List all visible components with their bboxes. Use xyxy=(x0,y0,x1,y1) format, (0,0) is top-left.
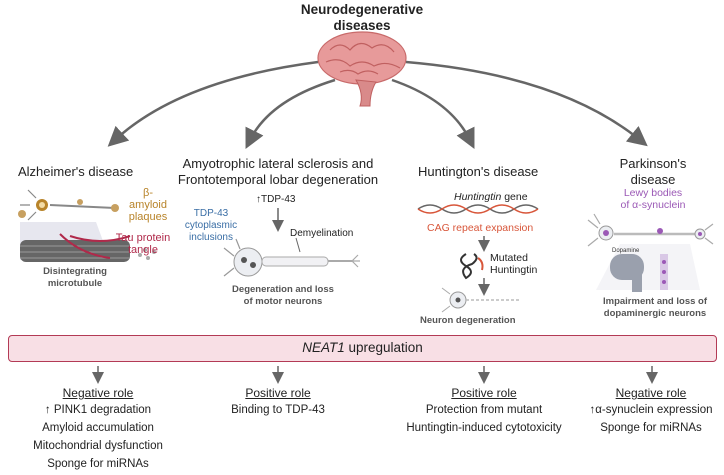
parkinsons-caption: Impairment and loss of dopaminergic neur… xyxy=(592,296,718,320)
role-item: Mitochondrial dysfunction xyxy=(33,440,163,452)
role-title: Negative role xyxy=(615,386,687,400)
up-arrow-icon: ↑ xyxy=(589,404,596,416)
title-line-2: diseases xyxy=(333,18,391,33)
neat1-italic: NEAT1 xyxy=(302,340,345,355)
role-item: Amyloid accumulation xyxy=(42,422,154,434)
inclusions-line-2: cytoplasmic xyxy=(184,220,238,231)
tau-line-2: tangle xyxy=(128,244,158,256)
neat1-rest: upregulation xyxy=(344,340,423,355)
alz-caption-line-1: Disintegrating xyxy=(43,266,107,277)
role-column-als: Positive role Binding to TDP-43 xyxy=(200,386,356,419)
alz-caption-line-2: microtubule xyxy=(47,278,103,289)
neat1-banner-text: NEAT1 upregulation xyxy=(8,340,717,356)
role-item: Sponge for miRNAs xyxy=(47,458,149,470)
diagram-title: Neurodegenerative diseases xyxy=(262,2,462,34)
lewy-line-2: of α-synuclein xyxy=(620,199,686,211)
alzheimers-neuron-illustration xyxy=(18,189,156,262)
lewy-bodies-label: Lewy bodies of α-synuclein xyxy=(608,187,698,211)
als-title: Amyotrophic lateral sclerosis and Fronto… xyxy=(170,156,386,188)
role-item: ↑α-synuclein expression xyxy=(578,401,724,419)
arrow-to-parkinsons xyxy=(405,60,648,147)
tdp43-marker-text: TDP-43 xyxy=(261,194,296,205)
beta-amyloid-line-3: plaques xyxy=(128,211,168,223)
up-arrow-icon: ↑ xyxy=(256,194,261,205)
als-title-line-2: Frontotemporal lobar degeneration xyxy=(177,172,379,187)
parkinsons-title-line-1: Parkinson's xyxy=(619,156,687,171)
alzheimers-title: Alzheimer's disease xyxy=(18,164,134,179)
role-item-text: PINK1 degradation xyxy=(53,404,152,416)
role-title: Negative role xyxy=(62,386,134,400)
mutated-line-1: Mutated xyxy=(490,252,528,264)
inclusions-line-1: TDP-43 xyxy=(193,208,229,219)
dopamine-label: Dopamine xyxy=(612,248,640,254)
inclusions-line-3: inclusions xyxy=(189,232,233,243)
huntingtin-gene-label: Huntingtin gene xyxy=(454,191,528,203)
alzheimers-caption: Disintegrating microtubule xyxy=(20,266,130,290)
als-caption: Degeneration and loss of motor neurons xyxy=(218,284,348,308)
parkinsons-illustration xyxy=(587,213,714,292)
mutated-huntingtin-label: Mutated Huntingtin xyxy=(490,252,537,276)
tau-tangle-label: Tau protein tangle xyxy=(108,232,178,256)
als-title-line-1: Amyotrophic lateral sclerosis and xyxy=(182,156,374,171)
role-column-parkinsons: Negative role ↑α-synuclein expression Sp… xyxy=(578,386,724,437)
parkinsons-title-line-2: disease xyxy=(630,172,676,187)
role-item-text: α-synuclein expression xyxy=(595,404,713,416)
pd-caption-line-1: Impairment and loss of xyxy=(603,296,707,307)
role-item: Sponge for miRNAs xyxy=(600,422,702,434)
beta-amyloid-label: β- amyloid plaques xyxy=(118,187,178,223)
role-column-alzheimers: Negative role ↑ PINK1 degradation Amyloi… xyxy=(8,386,188,473)
role-title: Positive role xyxy=(245,386,311,400)
huntingtons-caption: Neuron degeneration xyxy=(420,315,516,326)
huntingtin-gene-italic: Huntingtin xyxy=(454,191,502,203)
brain-icon xyxy=(317,31,407,107)
mutated-line-2: Huntingtin xyxy=(490,264,538,276)
arrow-to-huntingtons xyxy=(391,78,475,149)
arrow-to-als xyxy=(245,78,336,149)
role-item: Binding to TDP-43 xyxy=(231,404,325,416)
als-caption-line-2: of motor neurons xyxy=(243,296,323,307)
role-title: Positive role xyxy=(451,386,517,400)
demyelination-label: Demyelination xyxy=(290,228,354,239)
role-arrows xyxy=(92,366,658,384)
tdp43-inclusions-label: TDP-43 cytoplasmic inclusions xyxy=(180,208,242,244)
parkinsons-title: Parkinson's disease xyxy=(598,156,708,188)
role-item: Huntingtin-induced cytotoxicity xyxy=(406,422,562,434)
cag-repeat-label: CAG repeat expansion xyxy=(427,222,534,234)
title-line-1: Neurodegenerative xyxy=(300,2,424,17)
lewy-line-1: Lewy bodies xyxy=(623,187,683,199)
huntingtons-title: Huntington's disease xyxy=(418,164,539,179)
role-item: Protection from mutant xyxy=(425,404,543,416)
up-arrow-icon: ↑ xyxy=(44,404,54,416)
arrow-to-alzheimers xyxy=(107,60,319,147)
als-motor-neuron-illustration xyxy=(223,208,360,277)
pd-caption-line-2: dopaminergic neurons xyxy=(603,308,707,319)
huntingtin-gene-suffix: gene xyxy=(501,191,528,203)
als-caption-line-1: Degeneration and loss xyxy=(232,284,334,295)
tau-line-1: Tau protein xyxy=(115,232,171,244)
huntingtons-illustration xyxy=(417,204,539,313)
role-column-huntingtons: Positive role Protection from mutant Hun… xyxy=(396,386,572,437)
role-item: ↑ PINK1 degradation xyxy=(8,401,188,419)
neat1-banner xyxy=(8,335,717,362)
beta-amyloid-line-2: amyloid xyxy=(129,199,167,211)
beta-amyloid-line-1: β- xyxy=(143,187,153,199)
tdp43-marker: ↑TDP-43 xyxy=(256,194,295,206)
